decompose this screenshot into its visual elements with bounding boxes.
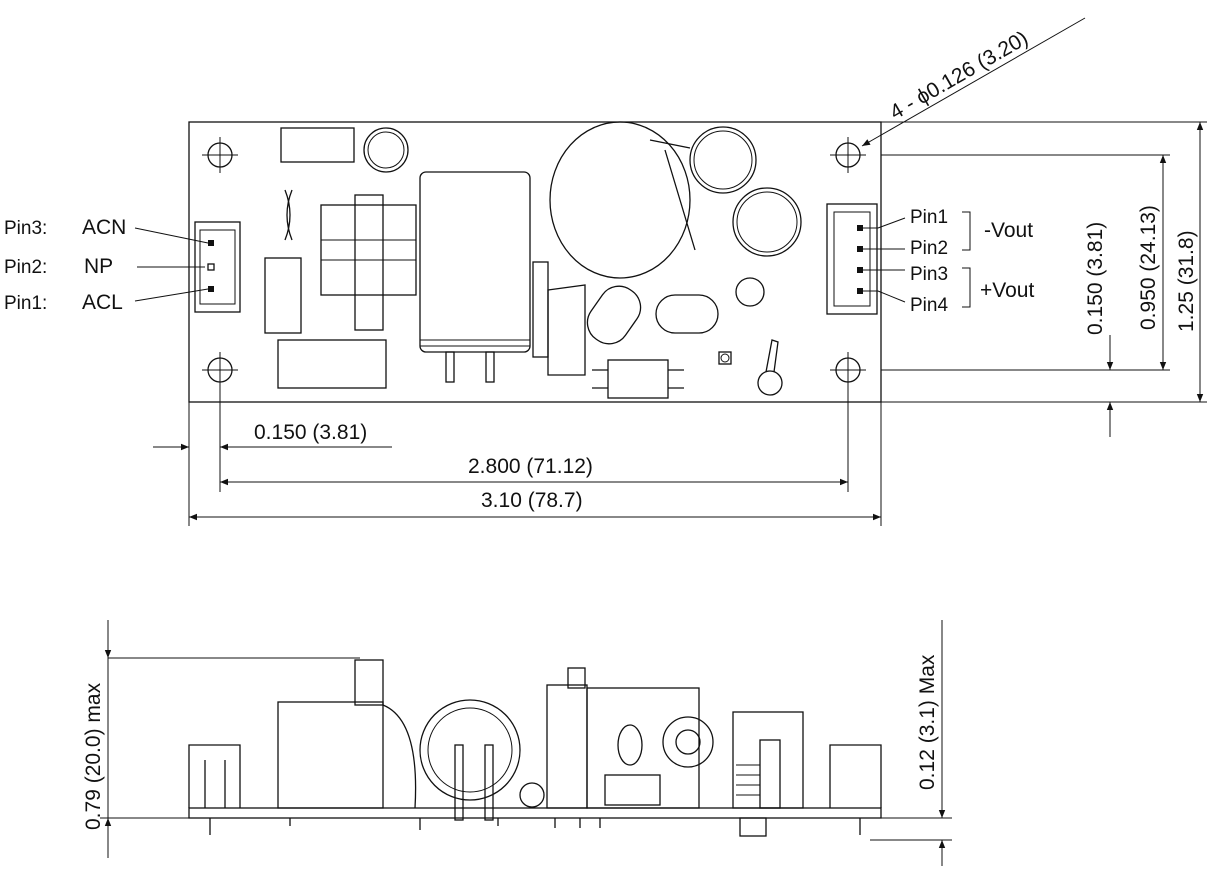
dim-pin-protrusion: 0.12 (3.1) Max	[916, 654, 939, 790]
input-pin-label: Pin1:	[4, 293, 47, 314]
input-signal-label: ACL	[82, 291, 123, 314]
components	[264, 121, 802, 399]
board-outline	[188, 121, 882, 403]
output-group-label: +Vout	[980, 279, 1034, 302]
output-pin-label: Pin3	[910, 264, 948, 285]
mounting-hole	[829, 136, 867, 174]
top-view: Pin3: ACN Pin2: NP Pin1: ACL Pin1 Pin2 P…	[4, 17, 1207, 526]
input-pin-label: Pin2:	[4, 257, 47, 278]
input-connector: Pin3: ACN Pin2: NP Pin1: ACL	[4, 216, 241, 314]
board-side	[188, 807, 882, 819]
input-signal-label: NP	[84, 255, 113, 278]
side-components	[188, 659, 882, 837]
output-connector: Pin1 Pin2 Pin3 Pin4 -Vout +Vout	[826, 203, 1034, 316]
input-pin-label: Pin3:	[4, 218, 47, 239]
hole-callout: 4 - ϕ0.126 (3.20)	[886, 27, 1032, 125]
dim-hole-spacing-v: 0.950 (24.13)	[1137, 205, 1160, 330]
vertical-dimensions: 0.150 (3.81) 0.950 (24.13) 1.25 (31.8)	[881, 121, 1207, 437]
mounting-hole	[201, 136, 239, 174]
horizontal-dimensions: 0.150 (3.81) 2.800 (71.12) 3.10 (78.7)	[153, 382, 882, 526]
input-signal-label: ACN	[82, 216, 126, 239]
output-group-label: -Vout	[984, 219, 1033, 242]
dim-hole-offset-h: 0.150 (3.81)	[254, 421, 367, 444]
side-view: 0.79 (20.0) max 0.12 (3.1) Max	[82, 620, 952, 866]
output-pin-label: Pin4	[910, 295, 948, 316]
dim-hole-offset-v: 0.150 (3.81)	[1084, 222, 1107, 335]
output-pin-label: Pin1	[910, 207, 948, 228]
output-pin-label: Pin2	[910, 238, 948, 259]
dim-hole-spacing-h: 2.800 (71.12)	[468, 455, 593, 478]
dim-board-length: 3.10 (78.7)	[481, 489, 583, 512]
dim-board-height: 1.25 (31.8)	[1175, 230, 1198, 332]
dim-max-height: 0.79 (20.0) max	[82, 682, 105, 830]
